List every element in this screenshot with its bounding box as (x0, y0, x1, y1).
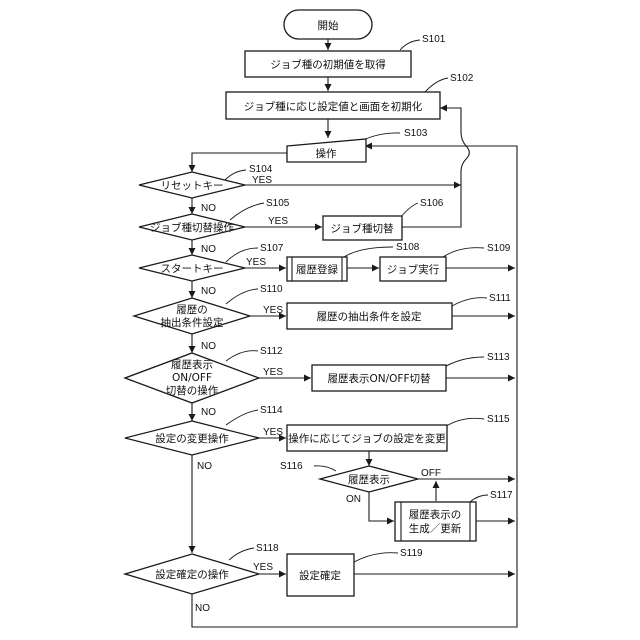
step-s118: S118 (256, 543, 279, 554)
no-label-s114: NO (197, 461, 212, 472)
step-s101: S101 (422, 34, 446, 45)
step-s110: S110 (260, 284, 283, 295)
leader-s110 (226, 289, 258, 304)
yes-label-s114: YES (263, 427, 283, 438)
edge-s116-on (369, 492, 394, 521)
no-label-s112: NO (201, 407, 216, 418)
yes-label-s105: YES (268, 216, 288, 227)
s116-label: 履歴表示 (348, 473, 390, 486)
no-label-s118: NO (195, 603, 210, 614)
leader-s115 (445, 418, 484, 427)
s117-label-line2: 生成／更新 (409, 522, 462, 535)
step-s113: S113 (487, 352, 510, 363)
leader-s105 (230, 203, 264, 220)
s110-label-line1: 履歴の (176, 304, 208, 316)
s101-label: ジョブ種の初期値を取得 (270, 58, 386, 71)
s106-label: ジョブ種切替 (331, 222, 394, 235)
yes-label-s118: YES (253, 562, 273, 573)
s104-label: リセットキー (161, 180, 224, 192)
yes-label-s104: YES (252, 175, 272, 186)
step-s106: S106 (420, 198, 444, 209)
leader-s117 (470, 495, 488, 502)
on-label-s116: ON (346, 494, 361, 505)
s118-label: 設定確定の操作 (155, 568, 229, 581)
step-s116: S116 (280, 461, 303, 472)
edge-s103-s104 (192, 153, 287, 172)
leader-s116 (314, 466, 336, 471)
s113-label: 履歴表示ON/OFF切替 (327, 372, 431, 385)
s111-label: 履歴の抽出条件を設定 (317, 310, 422, 323)
s119-label: 設定確定 (299, 569, 341, 582)
nodes: 開始 ジョブ種の初期値を取得 ジョブ種に応じ設定値と画面を初期化 操作 リセット… (125, 10, 476, 596)
no-label-s107: NO (201, 286, 216, 297)
off-label-s116: OFF (421, 468, 441, 479)
yes-label-s110: YES (263, 305, 283, 316)
step-s117: S117 (490, 490, 513, 501)
leader-s111 (452, 298, 487, 306)
s109-label: ジョブ実行 (387, 263, 440, 276)
step-s115: S115 (487, 414, 510, 425)
step-s109: S109 (487, 243, 511, 254)
s108-label: 履歴登録 (296, 263, 338, 276)
no-label-s110: NO (201, 341, 216, 352)
step-s108: S108 (396, 242, 420, 253)
s112-label-line2: ON/OFF (172, 372, 212, 384)
start-label: 開始 (318, 19, 339, 32)
predefined-s117 (395, 502, 476, 541)
leader-s112 (226, 351, 258, 361)
step-s119: S119 (400, 548, 423, 559)
step-s112: S112 (260, 346, 283, 357)
leader-s102 (425, 78, 448, 92)
s103-label: 操作 (316, 147, 337, 160)
leader-s109 (443, 248, 484, 257)
leader-s104 (225, 170, 246, 180)
leader-s101 (400, 40, 420, 50)
s107-label: スタートキー (161, 263, 224, 275)
leader-s108 (344, 247, 393, 257)
step-s103: S103 (404, 128, 428, 139)
no-label-s104: NO (201, 203, 216, 214)
leader-s103 (361, 133, 400, 141)
step-s102: S102 (450, 73, 474, 84)
step-s114: S114 (260, 405, 283, 416)
yes-label-s107: YES (246, 257, 266, 268)
s105-label: ジョブ種切替操作 (150, 221, 234, 234)
s110-label-line2: 抽出条件設定 (161, 316, 224, 329)
step-s107: S107 (260, 243, 284, 254)
leader-s113 (441, 357, 484, 369)
no-label-s105: NO (201, 244, 216, 255)
yes-label-s112: YES (263, 367, 283, 378)
s102-label: ジョブ種に応じ設定値と画面を初期化 (244, 100, 423, 113)
step-s111: S111 (489, 293, 511, 304)
leader-s114 (226, 410, 258, 425)
s112-label-line3: 切替の操作 (166, 384, 219, 397)
leader-s106 (400, 203, 418, 218)
s115-label: 操作に応じてジョブの設定を変更 (288, 432, 446, 445)
s117-label-line1: 履歴表示の (409, 508, 462, 521)
s112-label-line1: 履歴表示 (171, 358, 213, 371)
leader-s119 (354, 553, 398, 562)
leader-s118 (229, 548, 254, 560)
step-s104: S104 (249, 164, 273, 175)
s114-label: 設定の変更操作 (155, 432, 229, 445)
step-s105: S105 (266, 198, 290, 209)
